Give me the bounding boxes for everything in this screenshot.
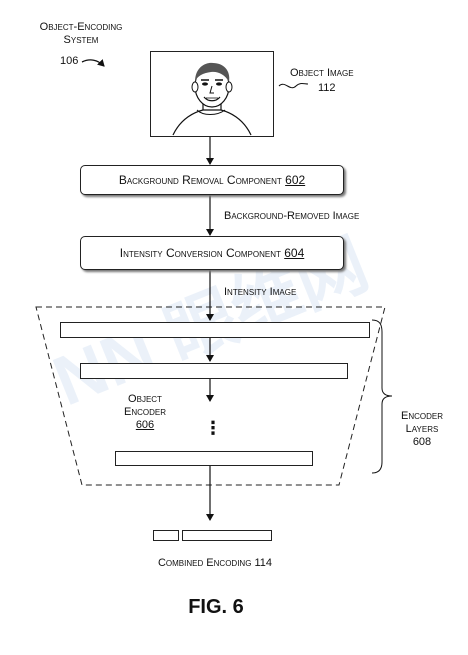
object-encoder-line1: Object	[128, 393, 162, 405]
encoder-layers-number: 608	[412, 436, 432, 448]
system-number: 106	[60, 55, 79, 67]
object-encoder-number: 606	[135, 419, 155, 431]
combined-encoding-number: 114	[254, 557, 273, 569]
object-image-number: 112	[318, 82, 336, 94]
encoder-layers-line1: Encoder	[400, 410, 443, 422]
intensity-conversion-label: Intensity Conversion Component	[119, 246, 281, 260]
background-removal-component: Background Removal Component 602	[80, 165, 344, 195]
intensity-image-label: Intensity Image	[224, 286, 297, 298]
background-removed-image-label: Background-Removed Image	[224, 210, 360, 222]
object-encoder-trapezoid	[35, 306, 386, 486]
combined-encoding-text: Combined Encoding	[157, 557, 252, 569]
encoder-layer-2	[80, 363, 348, 379]
object-image-leader	[278, 83, 309, 89]
encoder-layer-3	[115, 451, 313, 466]
background-removal-number: 602	[285, 173, 306, 187]
combined-encoding-bar-2	[182, 530, 272, 541]
background-removal-label: Background Removal Component	[118, 173, 282, 187]
figure-caption: FIG. 6	[188, 596, 244, 618]
encoder-layers-line2: Layers	[405, 423, 439, 435]
encoder-layers-brace	[371, 319, 393, 474]
encoder-layer-1	[60, 322, 370, 338]
system-label: Object-Encoding System	[26, 21, 136, 47]
system-label-line2: System	[63, 34, 99, 46]
object-image-frame	[150, 51, 274, 137]
system-label-line1: Object-Encoding	[39, 21, 123, 33]
combined-encoding-bar-1	[153, 530, 179, 541]
object-image-label: Object Image	[290, 67, 354, 79]
encoder-layers-label: Encoder Layers 608	[392, 410, 452, 449]
combined-encoding-label: Combined Encoding 114	[130, 557, 300, 570]
object-encoder-label: Object Encoder 606	[115, 393, 175, 432]
layer-ellipsis: ⋮	[204, 418, 222, 438]
intensity-conversion-component: Intensity Conversion Component 604	[80, 236, 344, 270]
intensity-conversion-number: 604	[284, 246, 305, 260]
system-pointer-arrow	[81, 58, 105, 67]
person-portrait-icon	[172, 62, 252, 136]
object-encoder-line2: Encoder	[123, 406, 166, 418]
